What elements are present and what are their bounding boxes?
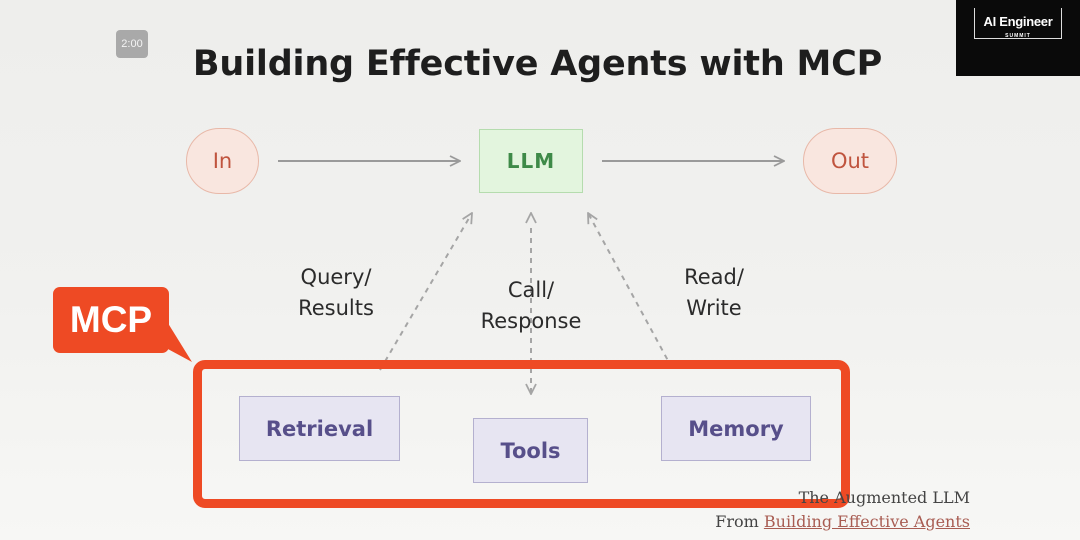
arrow-retrieval-to-llm xyxy=(379,213,472,371)
label-query-line2: Results xyxy=(298,296,374,320)
node-memory: Memory xyxy=(661,396,811,461)
label-call-line2: Response xyxy=(480,309,582,333)
node-retrieval: Retrieval xyxy=(239,396,400,461)
caption-source-link[interactable]: Building Effective Agents xyxy=(763,512,970,531)
caption-title: The Augmented LLM xyxy=(798,488,970,507)
node-tools-label: Tools xyxy=(500,438,561,463)
caption-source: From Building Effective Agents xyxy=(715,510,970,534)
label-read-write: Read/ Write xyxy=(672,262,756,324)
label-read-line2: Write xyxy=(686,296,742,320)
brand-logo-frame xyxy=(974,8,1062,39)
label-call-line1: Call/ xyxy=(507,278,555,302)
node-in-label: In xyxy=(212,149,233,173)
label-read-line1: Read/ xyxy=(684,265,744,289)
brand-logo: AI Engineer SUMMIT xyxy=(956,0,1080,76)
arrow-memory-to-llm xyxy=(588,213,673,369)
label-call-response: Call/ Response xyxy=(470,275,592,337)
mcp-highlight-frame xyxy=(193,360,850,508)
node-llm-label: LLM xyxy=(506,149,556,173)
brand-logo-title: AI Engineer xyxy=(983,14,1053,29)
node-llm: LLM xyxy=(479,129,583,193)
node-retrieval-label: Retrieval xyxy=(265,416,374,441)
node-out: Out xyxy=(803,128,897,194)
node-in: In xyxy=(186,128,259,194)
label-query-line1: Query/ xyxy=(300,265,372,289)
brand-logo-subtitle: SUMMIT xyxy=(1005,33,1031,39)
node-tools: Tools xyxy=(473,418,588,483)
mcp-callout-label: MCP xyxy=(53,287,169,353)
label-query-results: Query/ Results xyxy=(284,262,388,324)
mcp-callout-tail xyxy=(166,320,192,362)
node-memory-label: Memory xyxy=(688,416,784,441)
node-out-label: Out xyxy=(830,149,870,173)
caption-prefix: From xyxy=(715,512,759,531)
slide-title: Building Effective Agents with MCP xyxy=(192,44,883,84)
slide-caption: The Augmented LLM From Building Effectiv… xyxy=(715,486,970,534)
timer-badge: 2:00 xyxy=(116,30,148,58)
